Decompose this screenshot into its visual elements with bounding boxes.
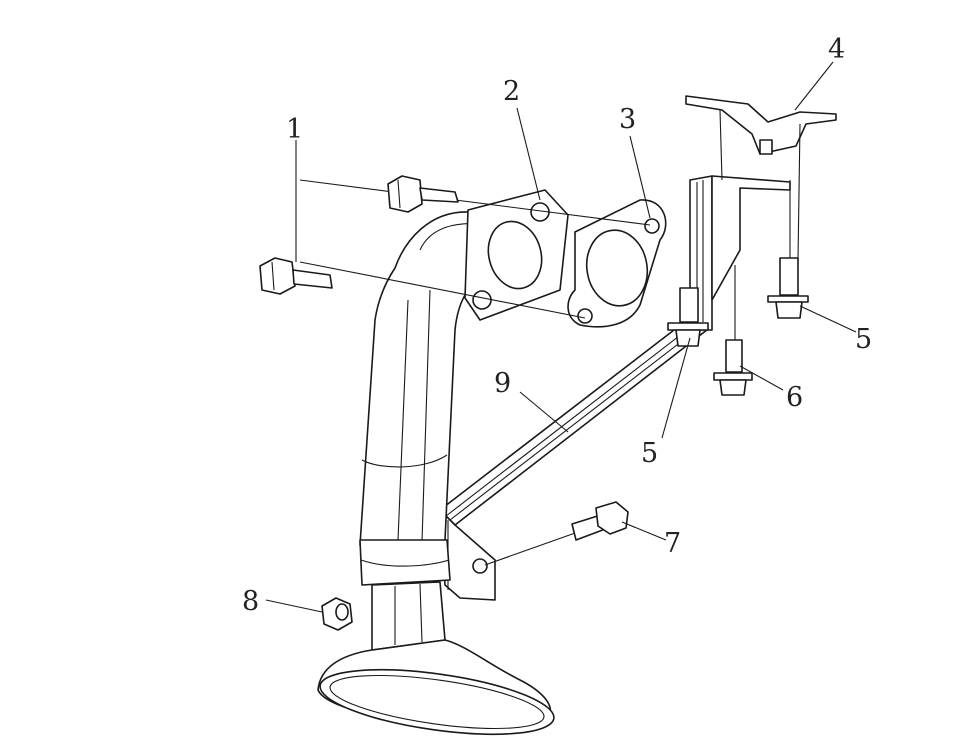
- bolt-5-left: [667, 287, 709, 347]
- bolt-1-upper: [299, 175, 651, 226]
- callout-1: 1: [286, 114, 303, 145]
- callout-5-right: 5: [855, 324, 872, 355]
- callout-3: 3: [619, 104, 636, 135]
- bolt-6: [713, 265, 753, 396]
- callout-5-left: 5: [641, 438, 658, 469]
- bolt-5-right: [767, 180, 809, 319]
- pipe-flange: [464, 189, 569, 321]
- strainer-screen: [317, 639, 555, 736]
- flange-gasket: [567, 199, 667, 328]
- callout-2: 2: [503, 76, 520, 107]
- nut-8: [321, 597, 353, 631]
- callout-labels: 1 2 3 4 5 5 6 7 8 9: [242, 34, 872, 617]
- callout-4: 4: [828, 34, 845, 65]
- callout-7: 7: [664, 528, 681, 559]
- oil-pickup-tube: [359, 211, 517, 651]
- callout-9: 9: [494, 368, 511, 399]
- callout-6: 6: [786, 382, 803, 413]
- mount-plate: [685, 95, 837, 261]
- bolt-7: [484, 501, 629, 566]
- bolt-1-lower: [259, 257, 586, 319]
- callout-leaders: [265, 61, 857, 613]
- callout-8: 8: [242, 586, 259, 617]
